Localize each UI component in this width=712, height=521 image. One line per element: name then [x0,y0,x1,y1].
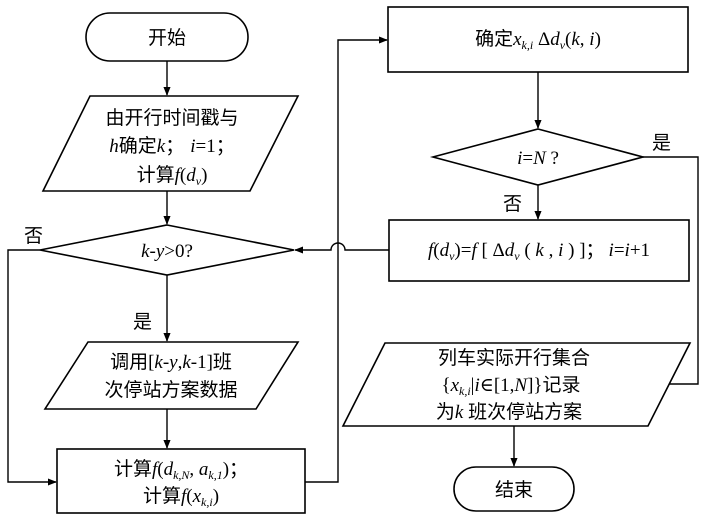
end-node [453,466,575,512]
record-text-line3: 为k 班次停站方案 [436,401,582,423]
edge-update-to-decision-ky [294,242,389,254]
edge-decision-iN-yes [643,156,699,388]
label-ky-no: 否 [24,226,43,247]
decision-ky-text: k-y>0? [141,241,193,262]
init-text-line2: h确定k；i=1； [109,135,234,157]
end-node-text: 结束 [495,479,533,501]
record-text-line1: 列车实际开行集合 [438,347,590,369]
calc-box-text-line2: 计算f(xk,i) [143,485,219,509]
record-text-line2: {xk,i|i∈[1,N]}记录 [441,374,580,398]
edge-calc-to-determine [305,36,388,483]
call-data-parallelogram [43,341,300,410]
determine-box [387,6,689,73]
determine-text: 确定xk,i Δdv(k, i) [475,28,601,52]
label-iN-no: 否 [503,194,522,215]
edge-decision-ky-no [7,249,57,486]
init-text-line3: 计算f(dv) [137,164,208,188]
calc-box-text-line1: 计算f(dk,N, ak,1)； [114,458,248,482]
init-text-line1: 由开行时间戳与 [105,107,238,129]
decision-iN-text: i=N ? [517,148,559,169]
call-data-text-line2: 次停站方案数据 [104,379,237,401]
label-ky-yes: 是 [133,312,152,333]
label-iN-yes: 是 [652,133,671,154]
call-data-text-line1: 调用[k-y,k-1]班 [110,351,232,373]
update-text: f(dv)=f [ Δdv ( k , i ) ]；i=i+1 [428,240,650,263]
init-parallelogram [41,95,300,192]
start-node-text: 开始 [148,27,186,49]
calc-box [56,448,306,514]
record-parallelogram [341,342,692,427]
update-box [388,219,690,282]
